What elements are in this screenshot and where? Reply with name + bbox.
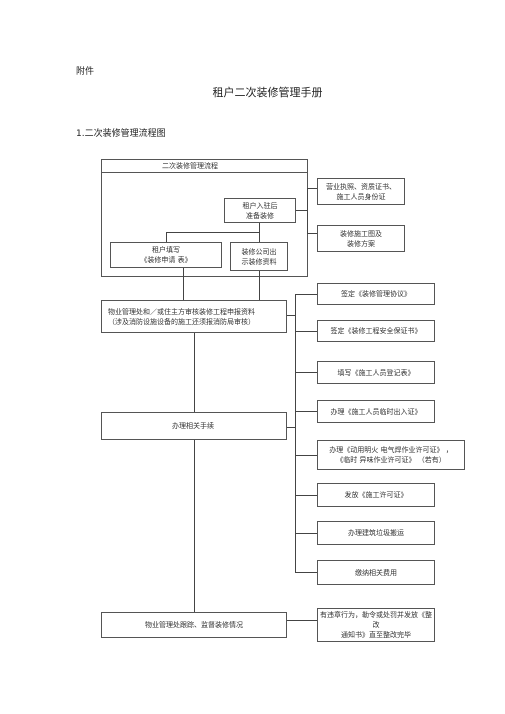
connector	[295, 372, 317, 373]
connector	[287, 620, 317, 621]
fill-register-box: 填写《施工人员登记表》	[317, 361, 435, 384]
page-title: 租户二次装修管理手册	[212, 86, 323, 99]
connector	[166, 232, 260, 233]
issue-permit-box: 发放《施工许可证》	[317, 483, 435, 507]
temp-pass-box: 办理《施工人员临时出入证》	[317, 400, 435, 423]
section-heading: 1.二次装修管理流程图	[76, 129, 166, 139]
sign-agreement-box: 签定《装修管理协议》	[317, 283, 435, 305]
connector	[295, 455, 317, 456]
property-review-box: 物业管理处和／或住主方审核装修工程申报资料 （涉及消防设施设备的施工还须报消防局…	[101, 300, 287, 333]
connector	[194, 440, 195, 612]
connector	[183, 267, 184, 300]
design-plan-box: 装修施工图及 装修方案	[317, 225, 405, 252]
waste-removal-box: 办理建筑垃圾搬运	[317, 521, 435, 545]
connector	[259, 270, 260, 300]
sign-safety-box: 签定《装修工程安全保证书》	[317, 320, 435, 342]
connector	[287, 427, 296, 428]
connector	[295, 533, 317, 534]
attachment-label: 附件	[76, 67, 95, 77]
connector	[166, 232, 167, 242]
fire-permit-box: 办理《动用明火 电气焊作业许可证》 ， 《临时 异味作业许可证》 （若有）	[317, 440, 465, 470]
connector	[296, 210, 308, 211]
company-docs-box: 装修公司出 示装修资料	[230, 242, 288, 271]
connector	[194, 333, 195, 412]
connector	[307, 233, 317, 234]
connector	[295, 331, 317, 332]
tenant-fill-box: 租户填写 《装修申请 表》	[110, 242, 222, 268]
flow-chart-title: 二次装修管理流程	[101, 159, 308, 173]
connector	[295, 411, 317, 412]
connector	[295, 495, 317, 496]
violation-box: 有违章行为，勒令或处罚并发放《整改 通知书》直至整改完毕	[317, 608, 435, 642]
supervise-box: 物业管理处跟踪、监督装修情况	[101, 612, 287, 638]
connector	[295, 572, 317, 573]
connector	[307, 188, 317, 189]
handle-procedures-box: 办理相关手续	[101, 412, 287, 440]
connector	[287, 315, 296, 316]
connector	[295, 294, 317, 295]
connector	[295, 294, 296, 572]
tenant-entry-box: 租户入驻后 准备装修	[224, 198, 296, 223]
pay-fees-box: 缴纳相关费用	[317, 560, 435, 585]
license-docs-box: 营业执照、资质证书、 施工人员身份证	[317, 178, 405, 205]
